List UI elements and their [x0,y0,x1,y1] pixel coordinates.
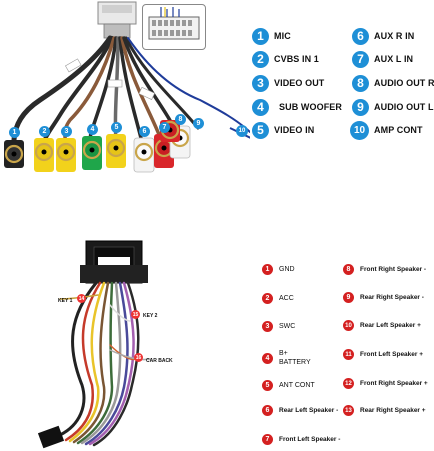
rca-harness-illustration: 1 2 3 4 5 6 7 8 9 10 [0,0,250,200]
legend-label: Front Right Speaker - [360,266,427,273]
key2-label: KEY 2 [143,313,158,319]
legend-badge: 4 [262,352,273,364]
legend-item-front-right-neg: 8 Front Right Speaker - [343,264,426,275]
legend-item-rear-right-pos: 13 Rear Right Speaker + [343,405,426,416]
legend-label: AUDIO OUT L [374,102,434,112]
legend-badge: 10 [350,120,369,140]
legend-item-front-left-neg: 7 Front Left Speaker - [262,434,340,445]
rca-badge-7: 7 [159,122,170,133]
legend-item-b-battery: 4 B+ BATTERY [262,349,319,367]
legend-badge: 8 [343,264,354,275]
legend-item-acc: 2 ACC [262,293,294,304]
legend-label: AUDIO OUT R [374,78,434,88]
legend-item-mic: 1 MIC [252,26,291,46]
legend-label: Front Right Speaker + [360,380,428,387]
legend-item-sub-woofer: 4 SUB WOOFER [252,97,342,117]
power-harness-illustration: KEY 1 14 15 KEY 2 16 CAR BACK [0,235,250,451]
legend-badge: 7 [262,434,273,445]
legend-item-audio-out-r: 8 AUDIO OUT R [352,73,434,93]
rca-6-white [133,137,155,173]
legend-label: AUX R IN [374,31,415,41]
key2-badge: 15 [131,310,140,319]
legend-label: CVBS IN 1 [274,54,319,64]
rca-badge-5: 5 [111,122,122,133]
legend-label: SWC [279,323,296,330]
rca-4-green [82,136,102,170]
rca-1-mic [4,140,24,168]
legend-label: SUB WOOFER [279,102,342,112]
legend-badge: 13 [343,405,354,416]
rca-badge-10: 10 [236,125,248,137]
legend-badge: 4 [252,98,269,116]
legend-item-rear-right-neg: 9 Rear Right Speaker - [343,292,424,303]
legend-item-rear-left-neg: 6 Rear Left Speaker - [262,405,338,416]
legend-badge: 8 [352,74,369,92]
legend-label: Rear Right Speaker + [360,407,426,414]
legend-badge: 9 [343,292,354,303]
legend-item-ant-cont: 5 ANT CONT [262,380,315,391]
legend-badge: 1 [252,27,269,45]
legend-label: VIDEO OUT [274,78,325,88]
legend-label: ACC [279,295,294,302]
legend-label: B+ BATTERY [279,350,311,366]
key1-label: KEY 1 [58,298,73,304]
rca-badge-2: 2 [39,126,50,137]
car-back-badge: 16 [134,353,143,362]
legend-badge: 3 [262,321,273,332]
legend-label: GND [279,266,295,273]
legend-label: Rear Left Speaker - [279,407,339,414]
rca-2-yellow [34,138,54,172]
legend-item-gnd: 1 GND [262,264,295,275]
rca-badge-9: 9 [193,118,204,129]
legend-badge: 2 [252,50,269,68]
legend-label: MIC [274,31,291,41]
legend-item-aux-l-in: 7 AUX L IN [352,49,413,69]
legend-item-audio-out-l: 9 AUDIO OUT L [352,97,434,117]
rca-badge-6: 6 [139,126,150,137]
legend-label: Front Left Speaker - [279,436,341,443]
legend-item-swc: 3 SWC [262,321,295,332]
rca-badge-3: 3 [61,126,72,137]
legend-item-aux-r-in: 6 AUX R IN [352,26,414,46]
legend-item-front-left-pos: 11 Front Left Speaker + [343,349,423,360]
rca-badge-1: 1 [9,127,20,138]
legend-item-amp-cont: 10 AMP CONT [350,120,423,140]
legend-badge: 3 [252,74,269,92]
legend-label: ANT CONT [279,382,315,389]
legend-badge: 6 [262,405,273,416]
legend-badge: 5 [252,121,269,139]
rca-badge-8: 8 [175,114,186,125]
legend-item-video-out: 3 VIDEO OUT [252,73,324,93]
rca-3-yellow [56,138,76,172]
legend-badge: 12 [343,378,354,389]
legend-badge: 11 [343,349,354,360]
legend-label: AUX L IN [374,54,414,64]
car-back-label: CAR BACK [146,358,173,364]
rca-5-yellow [106,134,126,168]
legend-badge: 9 [352,98,369,116]
legend-badge: 7 [352,50,369,68]
legend-label: AMP CONT [374,125,423,135]
legend-item-rear-left-pos: 10 Rear Left Speaker + [343,320,421,331]
key1-badge: 14 [77,294,86,303]
legend-badge: 10 [343,320,354,331]
connector-detail-inset [142,4,206,50]
rca-badge-4: 4 [87,124,98,135]
legend-badge: 2 [262,293,273,304]
legend-item-front-right-pos: 12 Front Right Speaker + [343,378,428,389]
legend-label: Front Left Speaker + [360,351,424,358]
legend-item-video-in: 5 VIDEO IN [252,120,314,140]
legend-label: Rear Right Speaker - [360,294,424,301]
legend-badge: 5 [262,380,273,391]
legend-badge: 6 [352,27,369,45]
legend-label: Rear Left Speaker + [360,322,421,329]
legend-label: VIDEO IN [274,125,315,135]
legend-badge: 1 [262,264,273,275]
legend-item-cvbs-in-1: 2 CVBS IN 1 [252,49,319,69]
